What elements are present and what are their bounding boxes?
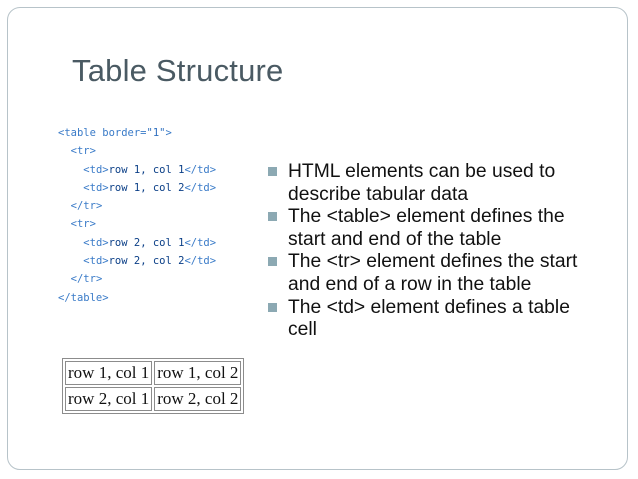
slide-title: Table Structure <box>72 53 284 88</box>
table-cell: row 1, col 2 <box>154 361 242 385</box>
code-indent <box>58 145 71 157</box>
code-tag: </td> <box>184 255 217 268</box>
code-tag: </tr> <box>70 273 103 286</box>
bullet-item: The <td> element defines a table cell <box>268 297 583 342</box>
code-tag: </td> <box>184 181 217 194</box>
table-cell: row 1, col 1 <box>65 361 153 385</box>
bullet-item: The <tr> element defines the start and e… <box>268 251 583 296</box>
code-tag: <td> <box>83 236 109 249</box>
code-line: <table border="1"> <box>58 124 216 142</box>
code-tag: <td> <box>83 163 109 176</box>
code-text: row 2, col 1 <box>108 236 185 249</box>
table-cell: row 2, col 2 <box>154 387 242 411</box>
code-indent <box>58 237 83 249</box>
square-bullet-icon <box>268 302 277 312</box>
code-line: </table> <box>58 289 216 307</box>
sample-table: row 1, col 1 row 1, col 2 row 2, col 1 r… <box>62 358 245 414</box>
code-indent <box>58 164 83 176</box>
table-row: row 2, col 1 row 2, col 2 <box>65 387 242 411</box>
square-bullet-icon <box>268 167 277 176</box>
code-tag: </td> <box>184 163 217 176</box>
table-cell: row 2, col 1 <box>65 387 153 411</box>
bullet-item: HTML elements can be used to describe ta… <box>268 161 583 206</box>
code-indent <box>58 218 71 230</box>
code-line: </tr> <box>58 270 216 288</box>
bullet-text: HTML elements can be used to describe ta… <box>288 161 556 205</box>
bullet-text: The <td> element defines a table cell <box>288 296 570 341</box>
code-tag: <table border= <box>58 127 147 139</box>
code-line: </tr> <box>58 197 216 215</box>
code-line: <td>row 1, col 2</td> <box>58 179 216 197</box>
code-indent <box>58 182 83 194</box>
code-line: <td>row 1, col 1</td> <box>58 161 216 179</box>
code-text: row 1, col 1 <box>108 163 185 176</box>
code-tag: > <box>165 127 172 139</box>
bullet-list: HTML elements can be used to describe ta… <box>268 161 583 342</box>
code-block: <table border="1"> <tr> <td>row 1, col 1… <box>58 124 216 307</box>
code-line: <td>row 2, col 1</td> <box>58 234 216 252</box>
table-row: row 1, col 1 row 1, col 2 <box>65 361 242 385</box>
code-indent <box>58 255 83 267</box>
code-indent <box>58 273 71 285</box>
code-tag: </td> <box>184 236 217 249</box>
code-line: <td>row 2, col 2</td> <box>58 252 216 270</box>
code-tag: </tr> <box>70 200 103 213</box>
code-tag: <tr> <box>70 218 96 231</box>
code-text: row 2, col 2 <box>108 255 185 268</box>
code-line: <tr> <box>58 142 216 160</box>
code-indent <box>58 200 71 212</box>
square-bullet-icon <box>268 257 277 267</box>
code-tag: </table> <box>58 291 109 304</box>
code-attr-value: "1" <box>146 127 166 139</box>
code-text: row 1, col 2 <box>108 181 185 194</box>
bullet-text: The <tr> element defines the start and e… <box>288 251 578 295</box>
bullet-text: The <table> element defines the start an… <box>288 206 565 250</box>
code-line: <tr> <box>58 215 216 233</box>
bullet-item: The <table> element defines the start an… <box>268 206 583 251</box>
code-tag: <td> <box>83 181 109 194</box>
code-tag: <tr> <box>70 145 96 158</box>
square-bullet-icon <box>268 212 277 222</box>
code-tag: <td> <box>83 255 109 268</box>
